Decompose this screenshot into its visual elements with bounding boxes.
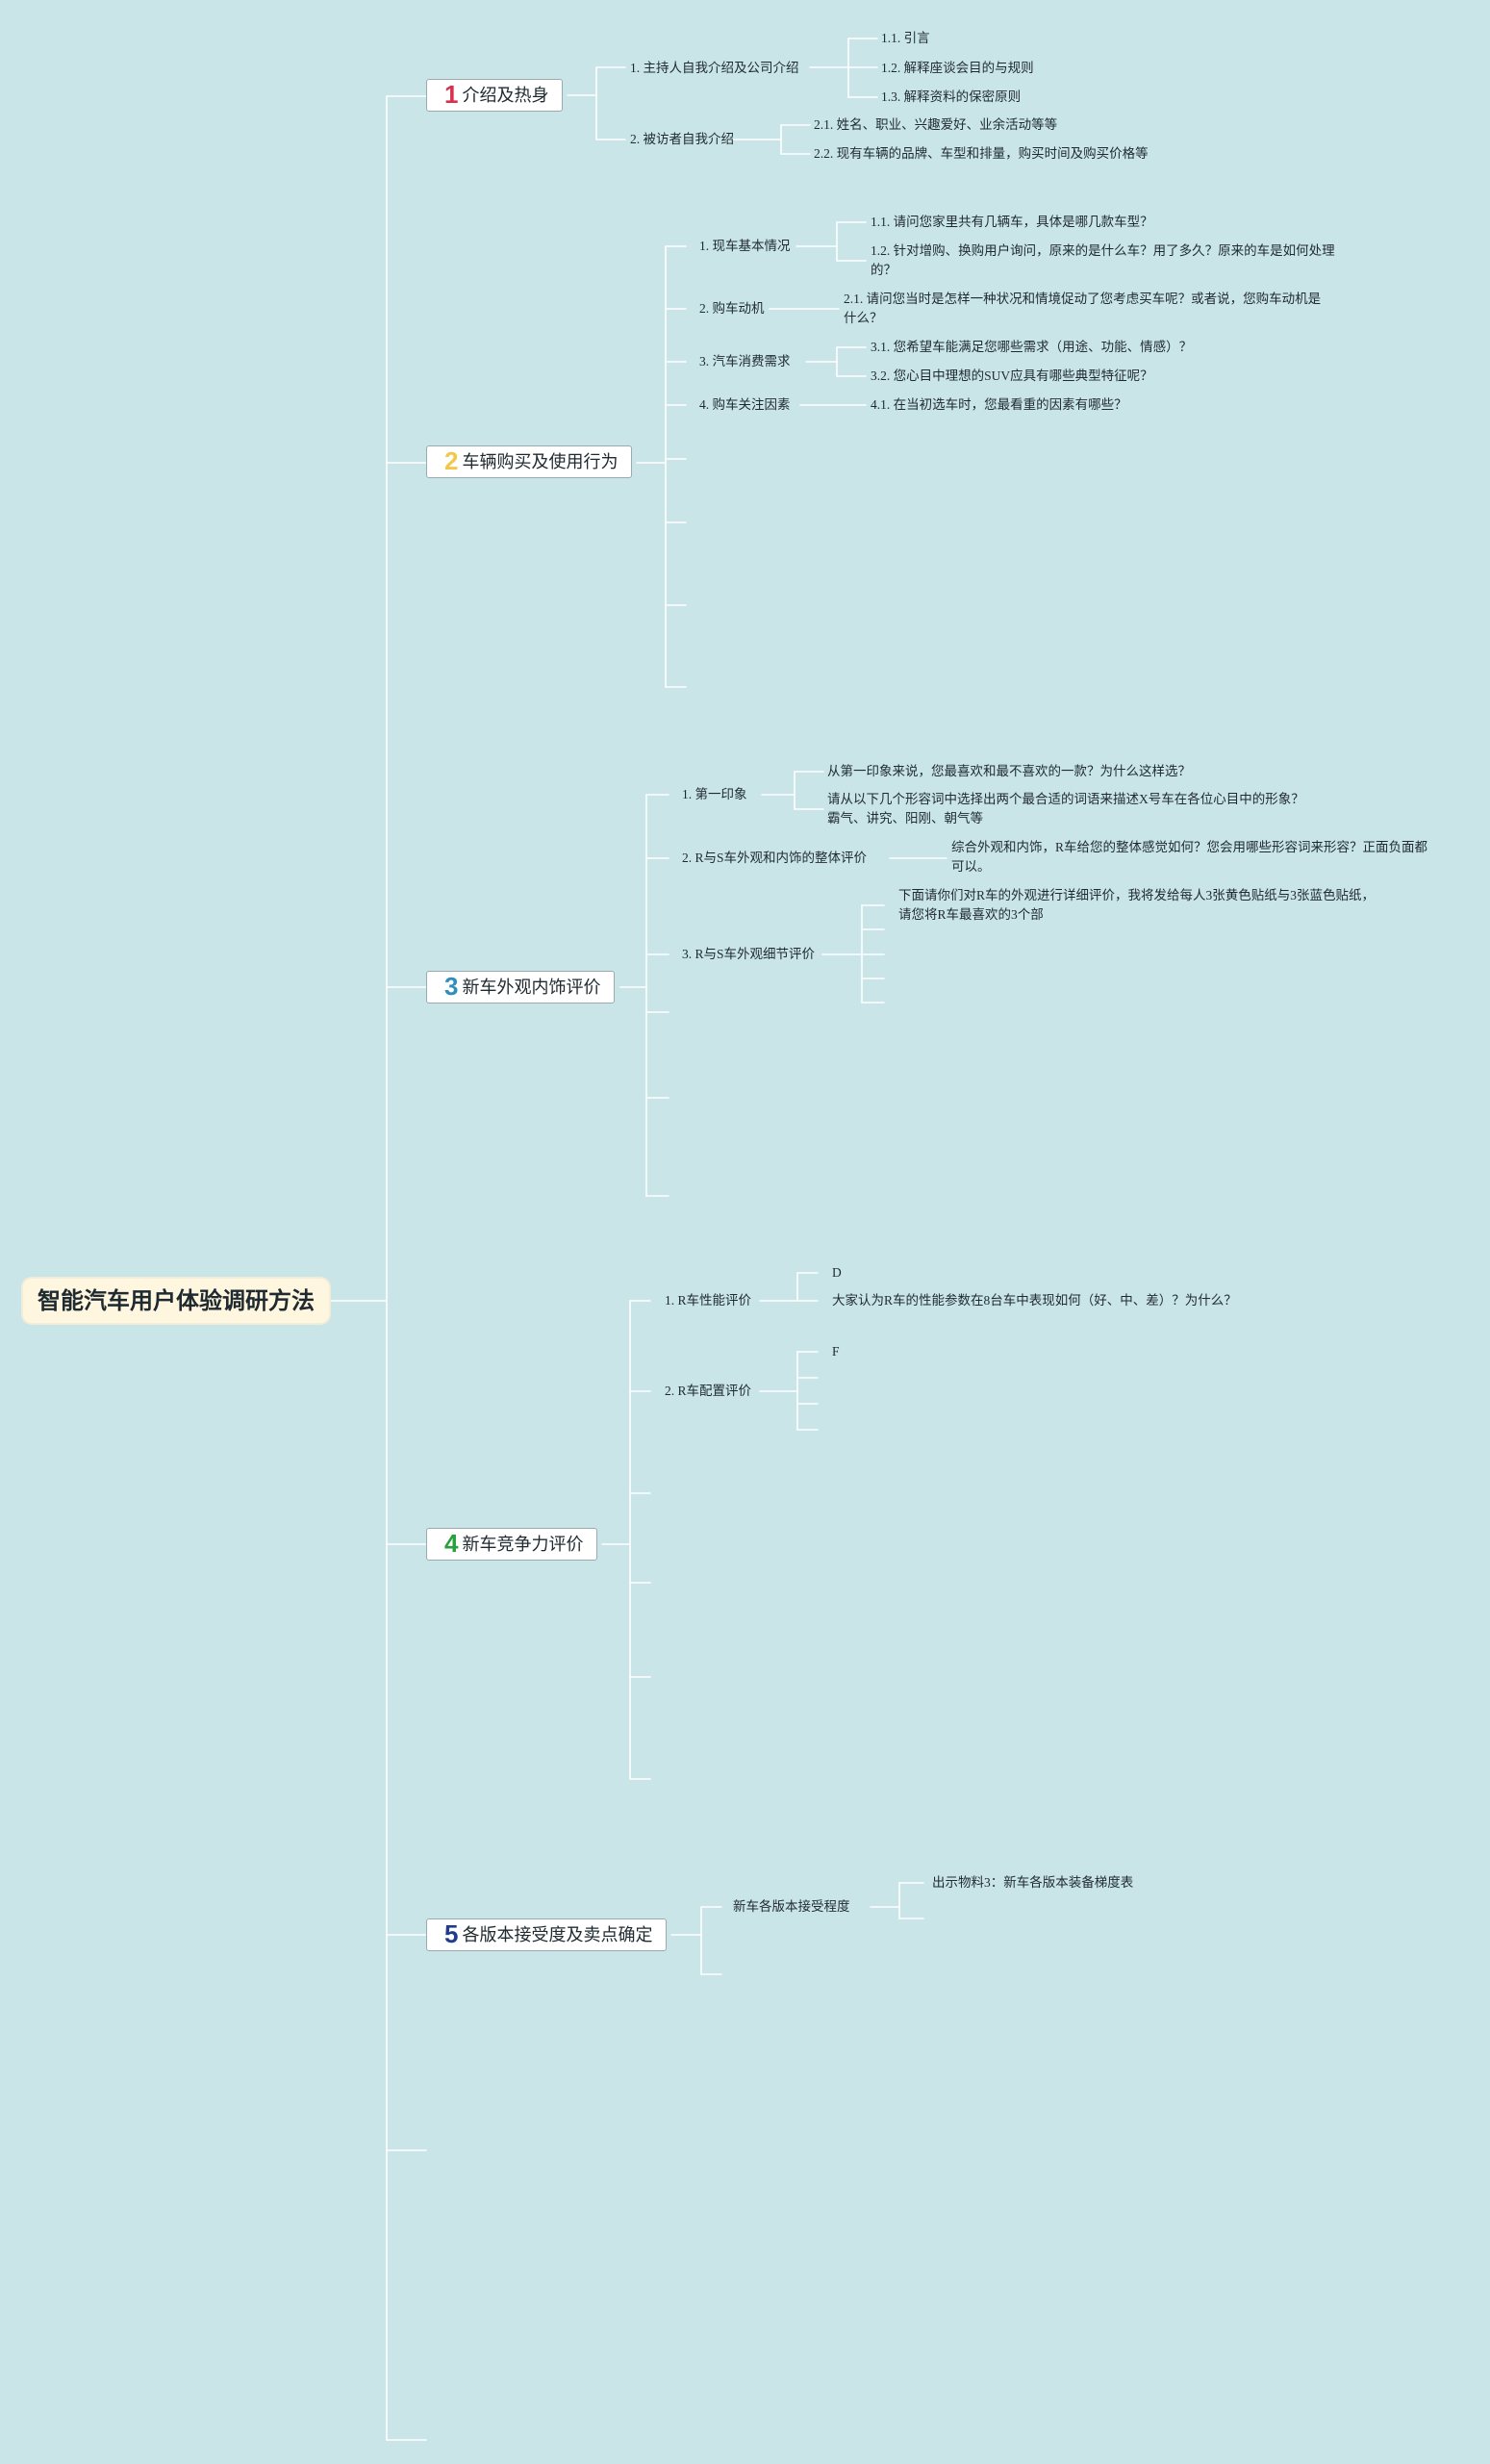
section-number: 2 — [444, 446, 459, 475]
subtopic[interactable]: 综合外观和内饰，R车给您的整体感觉如何？您会用哪些形容词来形容？正面负面都可以。 — [951, 840, 1428, 874]
section-title: 各版本接受度及卖点确定 — [462, 1925, 653, 1944]
section-number: 4 — [444, 1529, 459, 1558]
subtopic[interactable]: 3.2. 您心目中理想的SUV应具有哪些典型特征呢？ — [871, 368, 1153, 383]
subtopic[interactable]: 请从以下几个形容词中选择出两个最合适的词语来描述X号车在各位心目中的形象？霸气、… — [827, 792, 1304, 826]
topic-item[interactable]: 新车各版本接受程度 — [733, 1899, 850, 1914]
subtopic[interactable]: 1.2. 解释座谈会目的与规则 — [881, 61, 1034, 75]
subtopic[interactable]: 1.1. 请问您家里共有几辆车，具体是哪几款车型？ — [871, 215, 1153, 229]
section-title: 新车外观内饰评价 — [462, 978, 601, 997]
topic-item[interactable]: 3. R与S车外观细节评价 — [682, 947, 816, 961]
topic-item[interactable]: 2. R车配置评价 — [665, 1384, 752, 1398]
subtopic[interactable]: 2.1. 姓名、职业、兴趣爱好、业余活动等等 — [814, 117, 1058, 132]
subtopic[interactable]: 1.2. 针对增购、换购用户询问，原来的是什么车？用了多久？原来的车是如何处理的… — [871, 243, 1335, 277]
section-number: 5 — [444, 1919, 459, 1948]
section-title: 车辆购买及使用行为 — [462, 452, 619, 471]
root-topic[interactable]: 智能汽车用户体验调研方法 — [23, 1279, 329, 1323]
topic-item[interactable]: 3. 汽车消费需求 — [699, 354, 791, 368]
subtopic[interactable]: 下面请你们对R车的外观进行详细评价，我将发给每人3张黄色贴纸与3张蓝色贴纸，请您… — [898, 888, 1376, 922]
subtopic[interactable]: 出示物料3：新车各版本装备梯度表 — [932, 1875, 1134, 1890]
subtopic[interactable]: 1.3. 解释资料的保密原则 — [881, 89, 1022, 104]
section-number: 1 — [444, 80, 459, 109]
section-title: 新车竞争力评价 — [462, 1535, 584, 1554]
subtopic[interactable]: 4.1. 在当初选车时，您最看重的因素有哪些？ — [871, 397, 1127, 412]
section-title: 介绍及热身 — [462, 86, 549, 105]
subtopic[interactable]: 2.2. 现有车辆的品牌、车型和排量，购买时间及购买价格等 — [814, 146, 1149, 161]
topic-item[interactable]: 1. 现车基本情况 — [699, 239, 791, 253]
topic-item[interactable]: 1. R车性能评价 — [665, 1293, 752, 1308]
topic-item[interactable]: 4. 购车关注因素 — [699, 397, 791, 412]
topic-item[interactable]: 1. 第一印象 — [682, 787, 747, 801]
subtopic[interactable]: F — [832, 1344, 840, 1359]
topic-item[interactable]: 2. R与S车外观和内饰的整体评价 — [682, 851, 868, 865]
subtopic[interactable]: 从第一印象来说，您最喜欢和最不喜欢的一款？为什么这样选？ — [827, 764, 1191, 778]
subtopic[interactable]: D — [832, 1265, 842, 1280]
subtopic[interactable]: 大家认为R车的性能参数在8台车中表现如何（好、中、差）？为什么？ — [832, 1293, 1237, 1308]
subtopic[interactable]: 2.1. 请问您当时是怎样一种状况和情境促动了您考虑买车呢？或者说，您购车动机是… — [844, 292, 1322, 325]
topic-item[interactable]: 2. 购车动机 — [699, 301, 765, 316]
topic-item[interactable]: 2. 被访者自我介绍 — [630, 132, 734, 146]
subtopic[interactable]: 3.1. 您希望车能满足您哪些需求（用途、功能、情感）？ — [871, 340, 1193, 354]
section-number: 3 — [444, 972, 459, 1001]
subtopic[interactable]: 1.1. 引言 — [881, 31, 930, 45]
topic-item[interactable]: 1. 主持人自我介绍及公司介绍 — [630, 61, 799, 75]
